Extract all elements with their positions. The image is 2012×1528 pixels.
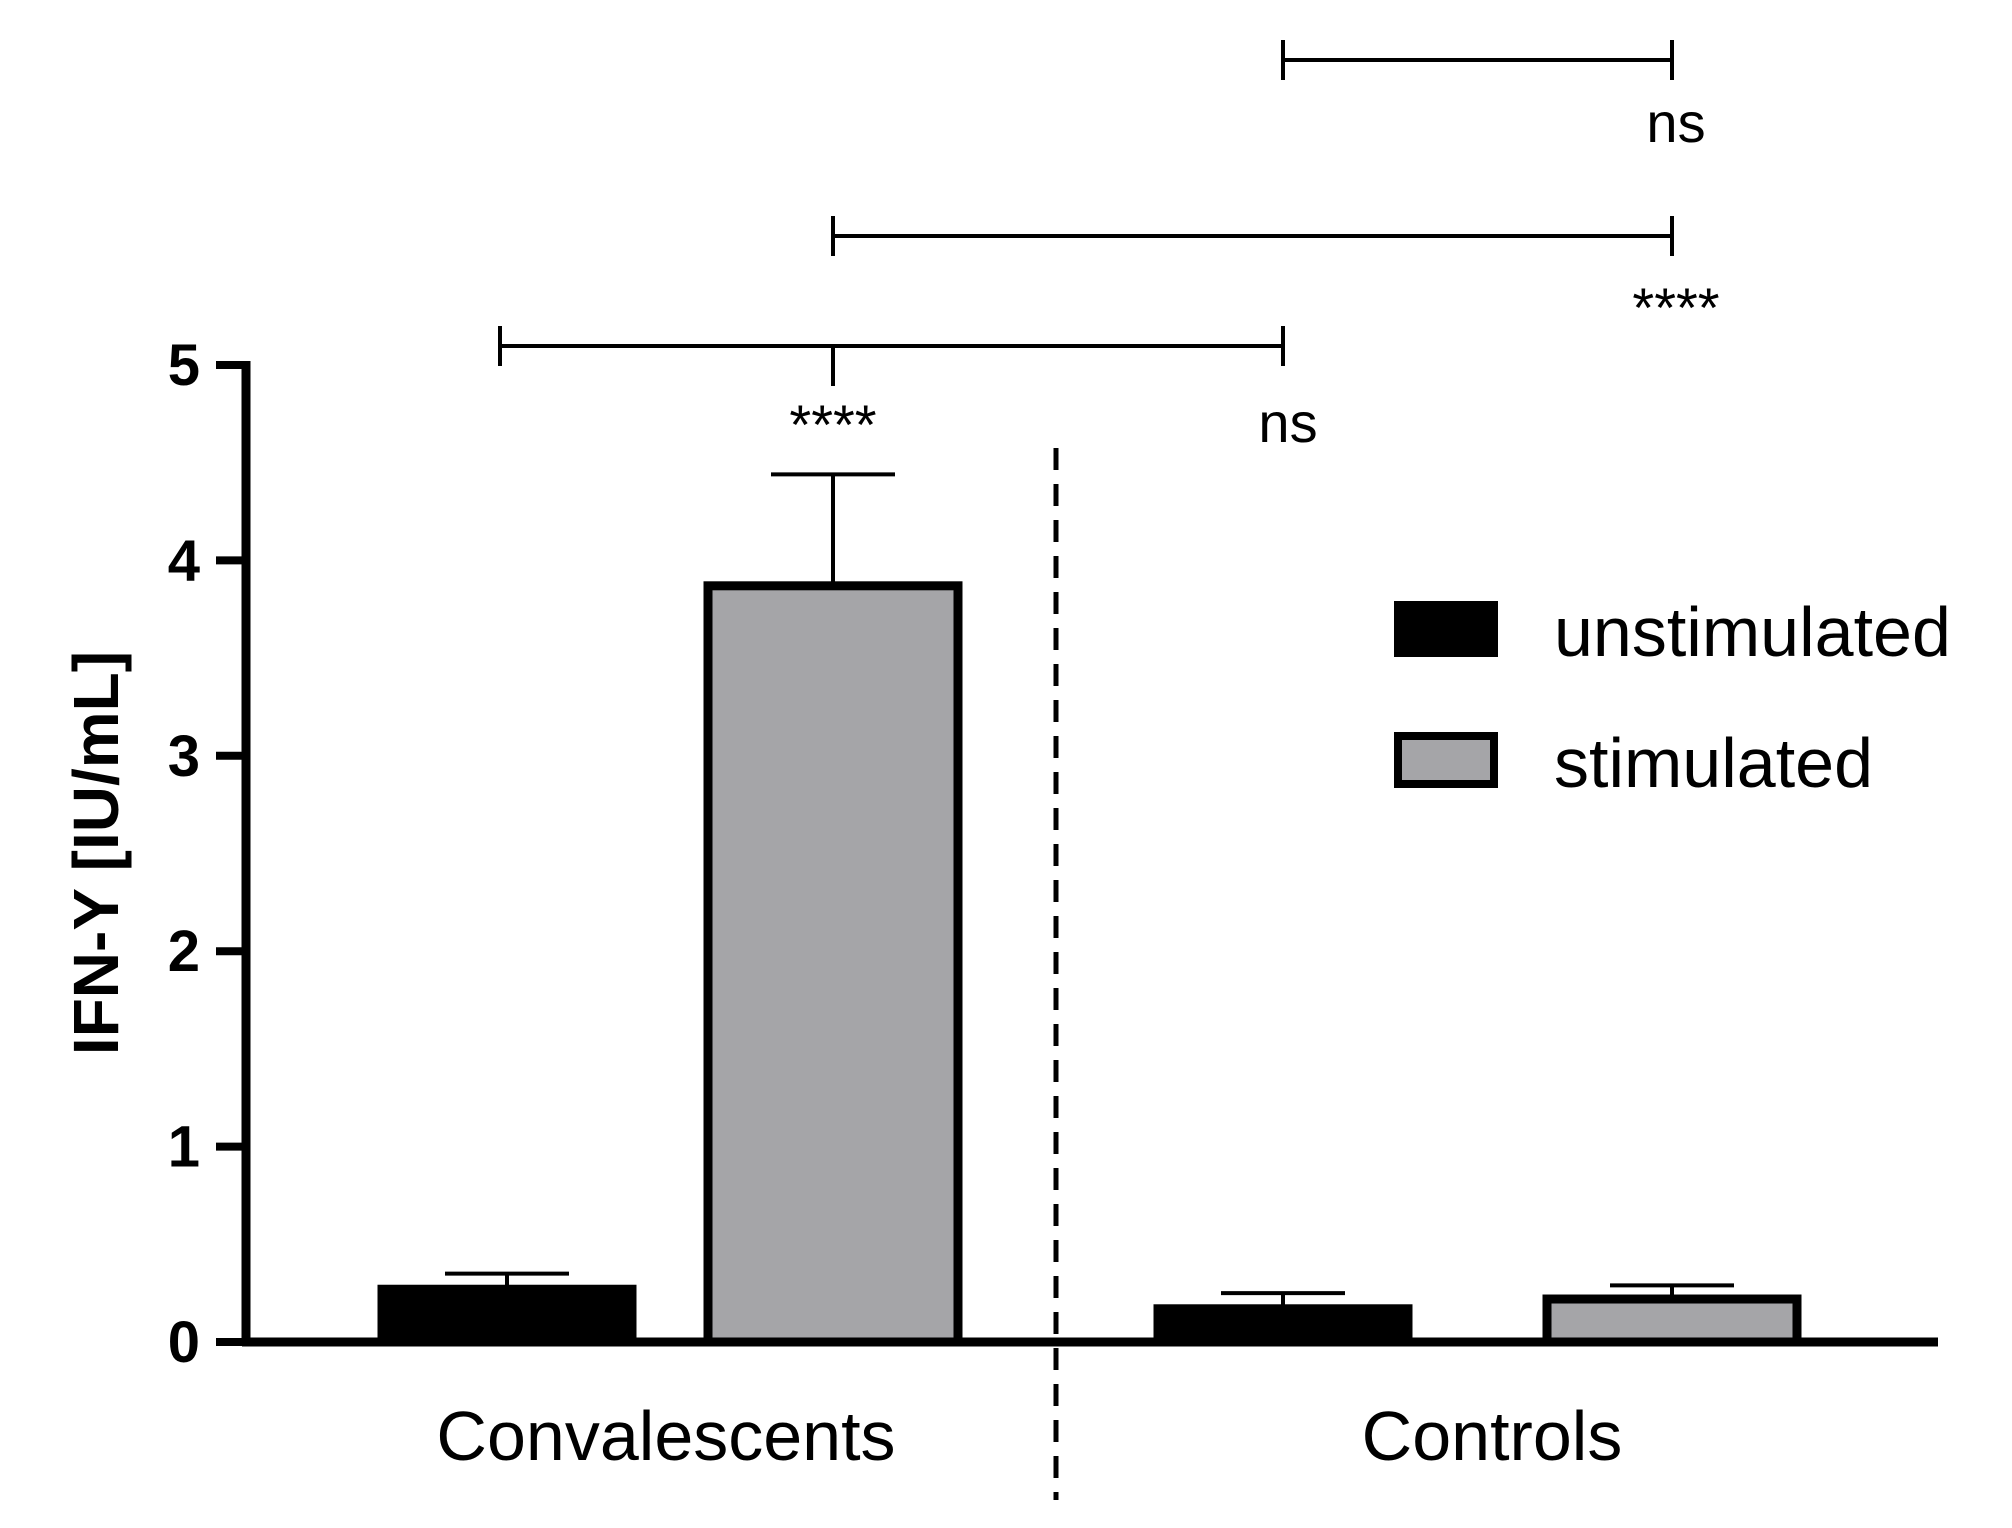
bar-unstimulated-convalescents xyxy=(377,1284,637,1347)
significance-label: ns xyxy=(1646,91,1705,154)
bar-stimulated-convalescents xyxy=(703,581,963,1347)
y-tick-label: 0 xyxy=(168,1310,200,1375)
significance-label: ns xyxy=(1258,391,1317,454)
y-axis-title: IFN-Y [IU/mL] xyxy=(60,651,132,1055)
legend-swatch xyxy=(1394,732,1498,788)
legend-label: unstimulated xyxy=(1554,593,1951,671)
bar-unstimulated-controls xyxy=(1153,1304,1413,1347)
legend-swatch xyxy=(1394,601,1498,657)
y-tick-label: 2 xyxy=(168,919,200,984)
y-tick-label: 4 xyxy=(168,528,200,593)
bar-stimulated-controls xyxy=(1542,1294,1802,1347)
significance-label: **** xyxy=(1632,276,1719,339)
legend-label: stimulated xyxy=(1554,724,1873,802)
y-tick-label: 1 xyxy=(168,1115,200,1180)
category-label: Convalescents xyxy=(436,1397,895,1475)
y-tick-label: 5 xyxy=(168,333,200,398)
significance-label: **** xyxy=(789,393,876,456)
y-tick-label: 3 xyxy=(168,724,200,789)
category-label: Controls xyxy=(1362,1397,1623,1475)
